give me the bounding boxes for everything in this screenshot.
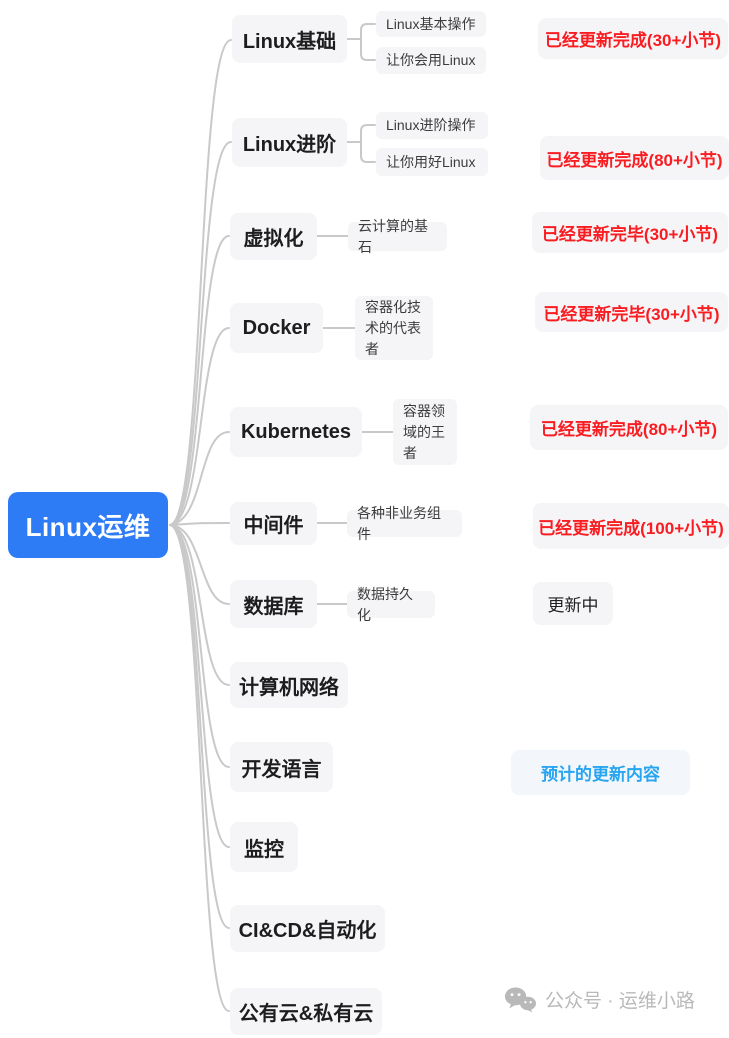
node-virtualization: 虚拟化 [230,213,317,260]
wire-linux-basic-bracket [360,23,376,61]
status-virtualization: 已经更新完毕(30+小节) [532,212,728,253]
wire-root-monitoring [169,524,230,848]
watermark: 公众号 · 运维小路 [504,986,695,1013]
node-devlang: 开发语言 [230,742,333,792]
wire-root-linux-adv [169,141,232,526]
node-linux-basic-child-2: 让你会用Linux [376,47,486,74]
status-middleware: 已经更新完成(100+小节) [533,503,729,549]
node-linux-adv: Linux进阶 [232,118,347,167]
status-devlang-planned: 预计的更新内容 [511,750,690,795]
node-virtualization-child-1: 云计算的基石 [348,218,447,255]
node-docker: Docker [230,303,323,353]
wire-root-database [169,524,230,605]
status-linux-basic: 已经更新完成(30+小节) [538,18,728,59]
node-kubernetes: Kubernetes [230,407,362,457]
node-monitoring: 监控 [230,822,298,872]
node-linux-basic-child-1: Linux基本操作 [376,11,486,37]
node-database-child-1: 数据持久化 [347,586,435,623]
node-kubernetes-child-1: 容器领域的王者 [393,399,457,465]
wire-root-cicd [169,524,230,929]
wechat-icon [504,986,536,1013]
wire-root-cloud [169,524,230,1012]
root-node-linux-ops: Linux运维 [8,492,168,558]
node-cloud: 公有云&私有云 [230,988,382,1035]
wire-root-linux-basic [169,39,232,526]
wire-root-kubernetes [169,431,230,526]
node-network: 计算机网络 [230,662,348,708]
node-linux-adv-child-2: 让你用好Linux [376,148,488,176]
status-database: 更新中 [533,582,613,625]
wire-linux-adv-bracket [360,124,376,163]
node-linux-basic: Linux基础 [232,15,347,63]
status-linux-adv: 已经更新完成(80+小节) [540,136,729,180]
wire-root-virtualization [169,235,230,526]
status-kubernetes: 已经更新完成(80+小节) [530,405,728,450]
node-database: 数据库 [230,580,317,628]
wire-root-network [169,524,230,686]
wire-root-docker [169,327,230,526]
wire-root-devlang [169,524,230,768]
node-linux-adv-child-1: Linux进阶操作 [376,112,488,139]
status-docker: 已经更新完毕(30+小节) [535,292,728,332]
wire-root-middleware [169,522,230,526]
watermark-text: 公众号 · 运维小路 [545,991,695,1012]
node-middleware: 中间件 [230,502,317,545]
node-docker-child-1: 容器化技术的代表者 [355,296,433,360]
node-cicd: CI&CD&自动化 [230,905,385,952]
node-middleware-child-1: 各种非业务组件 [347,505,462,542]
